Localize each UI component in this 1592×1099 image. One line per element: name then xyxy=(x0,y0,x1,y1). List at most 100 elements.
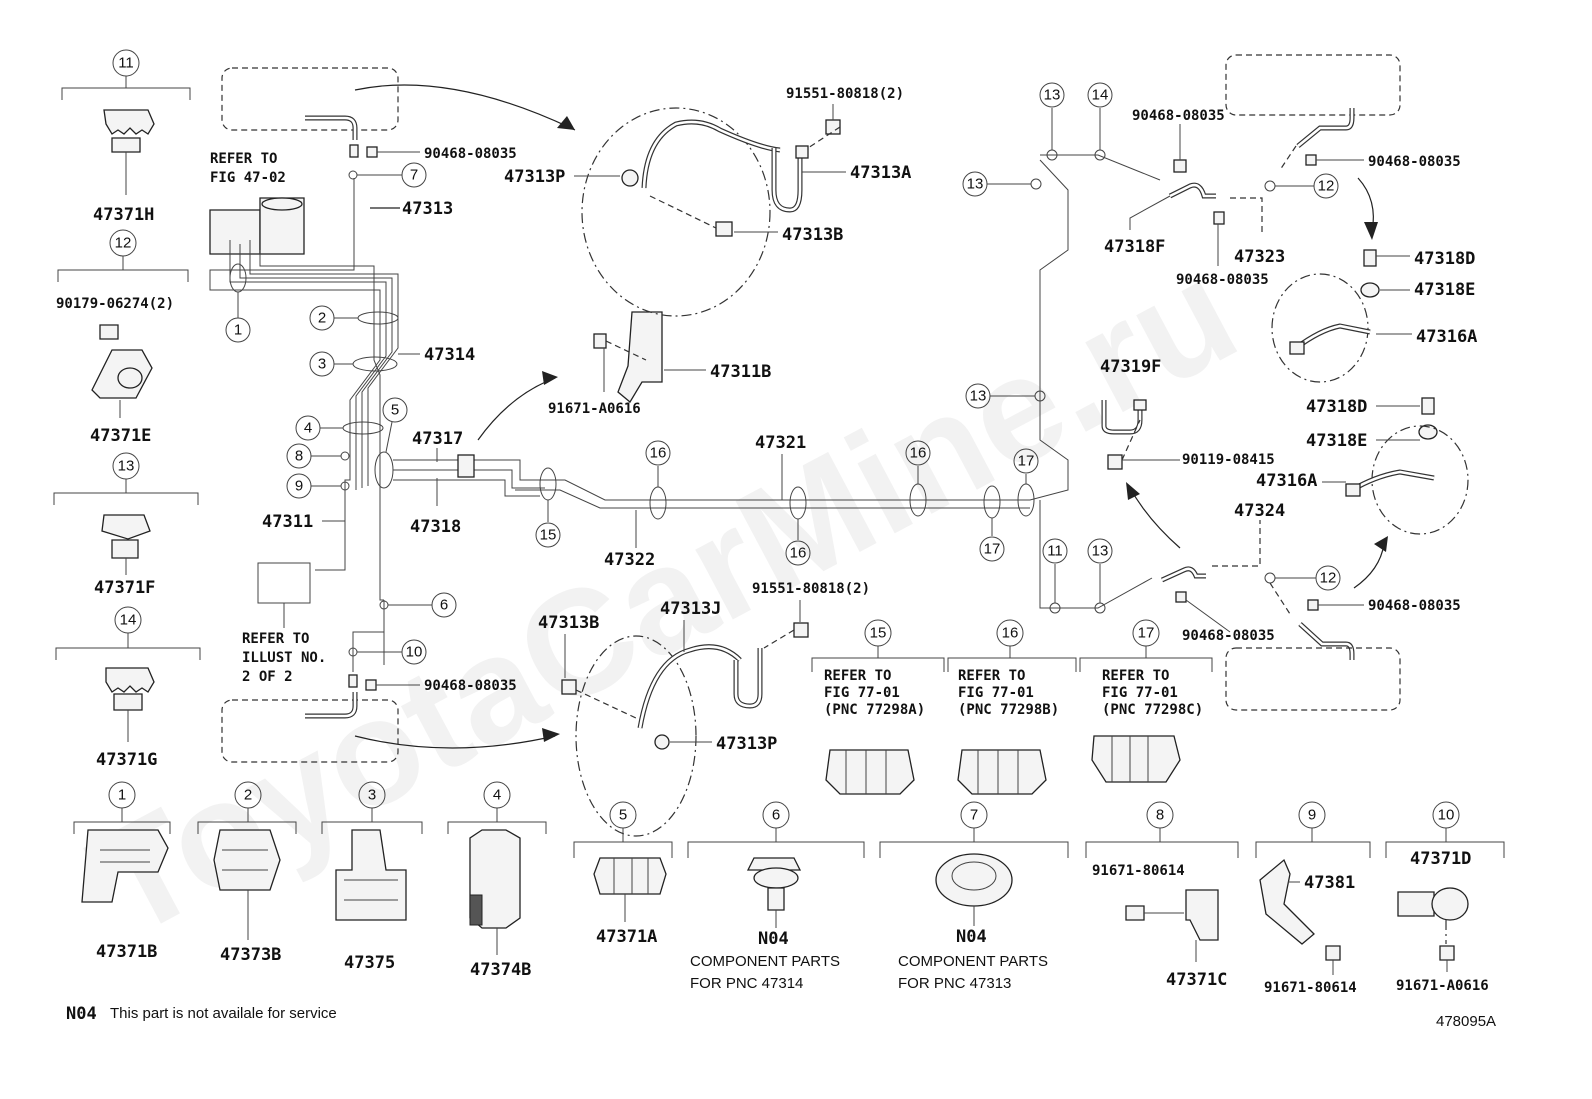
brake-tube-bundle xyxy=(209,178,399,665)
part-91671-80614-a[interactable]: 91671-80614 xyxy=(1092,863,1185,879)
part-90468-08035-b[interactable]: 90468-08035 xyxy=(424,678,517,694)
clip-group-6[interactable]: 6 N04 COMPONENT PARTS FOR PNC 47314 xyxy=(687,801,865,992)
part-47313J[interactable]: 47313J xyxy=(660,599,721,619)
callout-11-ref: 11 xyxy=(1047,543,1063,560)
clip-group-14[interactable]: 14 47371G xyxy=(55,606,201,770)
part-47371F[interactable]: 47371F xyxy=(94,578,155,598)
ref-illust-line2: ILLUST NO. xyxy=(242,650,326,666)
n04-component-6-line1: COMPONENT PARTS xyxy=(690,953,840,970)
n04-component-7-line1: COMPONENT PARTS xyxy=(898,953,1048,970)
clip-group-13[interactable]: 13 47371F xyxy=(53,452,199,598)
callout-11: 11 xyxy=(118,55,134,72)
callout-1: 1 xyxy=(118,787,126,804)
part-47318E-b[interactable]: 47318E xyxy=(1306,431,1367,451)
brake-line-47321 xyxy=(515,159,1069,509)
part-47371E[interactable]: 47371E xyxy=(90,426,151,446)
part-47311B[interactable]: 47311B xyxy=(710,362,771,382)
bracket-47311B[interactable] xyxy=(593,311,663,403)
part-47373B[interactable]: 47373B xyxy=(220,945,281,965)
part-47318D-a[interactable]: 47318D xyxy=(1414,249,1475,269)
callout-7: 7 xyxy=(970,807,978,824)
part-91671-A0616-b[interactable]: 91671-A0616 xyxy=(1396,978,1489,994)
callout-3-ref: 3 xyxy=(318,356,326,373)
part-47318E-a[interactable]: 47318E xyxy=(1414,280,1475,300)
clip-group-11[interactable]: 11 47371H xyxy=(61,49,191,225)
rear-hose-lower[interactable] xyxy=(1345,397,1469,535)
callout-7-ref: 7 xyxy=(410,167,418,184)
part-47381[interactable]: 47381 xyxy=(1304,873,1355,893)
part-47371D[interactable]: 47371D xyxy=(1410,849,1471,869)
ref-fig4702-line1: REFER TO xyxy=(210,151,277,167)
part-47311[interactable]: 47311 xyxy=(262,512,313,532)
part-47371B[interactable]: 47371B xyxy=(96,942,157,962)
part-47313B-b[interactable]: 47313B xyxy=(538,613,599,633)
callout-5-ref: 5 xyxy=(391,402,399,419)
ref-group-17[interactable]: 17 REFER TO FIG 77-01 (PNC 77298C) xyxy=(1079,619,1213,783)
part-47371C[interactable]: 47371C xyxy=(1166,970,1227,990)
part-47313[interactable]: 47313 xyxy=(402,199,453,219)
detail-box-bottom-left xyxy=(221,699,399,763)
part-47324[interactable]: 47324 xyxy=(1234,501,1285,521)
part-47374B[interactable]: 47374B xyxy=(470,960,531,980)
part-47317[interactable]: 47317 xyxy=(412,429,463,449)
part-47371A[interactable]: 47371A xyxy=(596,927,657,947)
part-47314[interactable]: 47314 xyxy=(424,345,475,365)
rear-hose-47319F[interactable] xyxy=(1101,399,1147,470)
part-90179-06274[interactable]: 90179-06274(2) xyxy=(56,296,174,312)
part-91551-80818-a[interactable]: 91551-80818(2) xyxy=(786,86,904,102)
clip-group-10[interactable]: 10 47371D 91671-A0616 xyxy=(1385,801,1505,994)
ref-group-16[interactable]: 16 REFER TO FIG 77-01 (PNC 77298B) xyxy=(947,619,1077,795)
clip-group-9[interactable]: 9 47381 91671-80614 xyxy=(1255,801,1371,996)
clip-group-3[interactable]: 3 47375 xyxy=(321,781,423,973)
part-47313P-a[interactable]: 47313P xyxy=(504,167,565,187)
part-91671-A0616-a[interactable]: 91671-A0616 xyxy=(548,401,641,417)
part-90468-08035-f[interactable]: 90468-08035 xyxy=(1182,628,1275,644)
part-47313A[interactable]: 47313A xyxy=(850,163,911,183)
part-90468-08035-g[interactable]: 90468-08035 xyxy=(1368,598,1461,614)
rear-hose-upper[interactable] xyxy=(1271,249,1380,383)
part-47313B-a[interactable]: 47313B xyxy=(782,225,843,245)
callout-16-ref-c: 16 xyxy=(910,445,927,462)
front-hose-assembly-top[interactable] xyxy=(581,107,841,317)
part-47313P-b[interactable]: 47313P xyxy=(716,734,777,754)
part-90119-08415[interactable]: 90119-08415 xyxy=(1182,452,1275,468)
ref-17-line1: REFER TO xyxy=(1102,668,1169,684)
part-47371H[interactable]: 47371H xyxy=(93,205,154,225)
part-47316A-a[interactable]: 47316A xyxy=(1416,327,1477,347)
callout-9-ref: 9 xyxy=(295,478,303,495)
front-hose-assembly-bottom[interactable] xyxy=(561,622,809,837)
clip-group-8[interactable]: 8 91671-80614 47371C xyxy=(1085,801,1239,990)
clip-group-12[interactable]: 12 90179-06274(2) 47371E xyxy=(56,229,189,446)
part-47323[interactable]: 47323 xyxy=(1234,247,1285,267)
ref-group-15[interactable]: 15 REFER TO FIG 77-01 (PNC 77298A) xyxy=(811,619,945,795)
note-text: This part is not availale for service xyxy=(110,1005,337,1022)
tee-47317[interactable] xyxy=(457,454,475,478)
part-91551-80818-b[interactable]: 91551-80818(2) xyxy=(752,581,870,597)
part-91671-80614-b[interactable]: 91671-80614 xyxy=(1264,980,1357,996)
part-47316A-b[interactable]: 47316A xyxy=(1256,471,1317,491)
part-47318F[interactable]: 47318F xyxy=(1104,237,1165,257)
part-47375[interactable]: 47375 xyxy=(344,953,395,973)
ref-15-line3: (PNC 77298A) xyxy=(824,702,925,718)
callout-17-ref-a: 17 xyxy=(984,541,1001,558)
callout-12-ref-a: 12 xyxy=(1318,178,1335,195)
clip-group-2[interactable]: 2 47373B xyxy=(197,781,297,965)
part-90468-08035-c[interactable]: 90468-08035 xyxy=(1132,108,1225,124)
part-47319F[interactable]: 47319F xyxy=(1100,357,1161,377)
clip-group-1[interactable]: 1 47371B xyxy=(73,781,171,962)
part-90468-08035-e[interactable]: 90468-08035 xyxy=(1368,154,1461,170)
part-47321[interactable]: 47321 xyxy=(755,433,806,453)
abs-actuator[interactable] xyxy=(209,197,305,255)
clip-group-7[interactable]: 7 N04 COMPONENT PARTS FOR PNC 47313 xyxy=(879,801,1069,992)
part-47322[interactable]: 47322 xyxy=(604,550,655,570)
clip-group-4[interactable]: 4 47374B xyxy=(447,781,547,980)
callout-13-ref-d: 13 xyxy=(1092,543,1109,560)
part-47318D-b[interactable]: 47318D xyxy=(1306,397,1367,417)
part-47318[interactable]: 47318 xyxy=(410,517,461,537)
clip-group-5[interactable]: 5 47371A xyxy=(573,801,673,947)
part-90468-08035-a[interactable]: 90468-08035 xyxy=(424,146,517,162)
part-47371G[interactable]: 47371G xyxy=(96,750,157,770)
note-code: N04 xyxy=(66,1004,97,1024)
part-90468-08035-d[interactable]: 90468-08035 xyxy=(1176,272,1269,288)
